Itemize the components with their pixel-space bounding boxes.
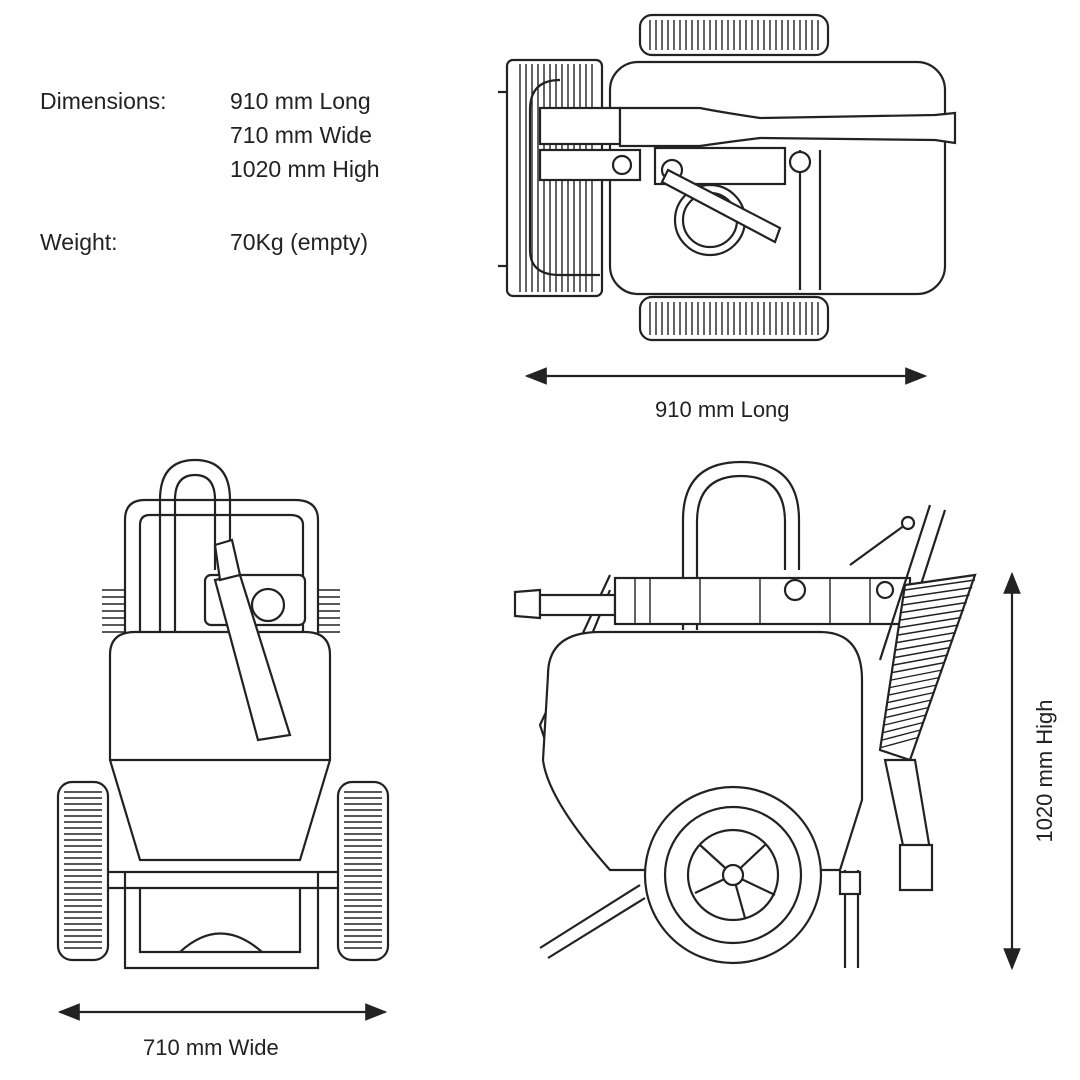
nozzle-pipe <box>618 106 957 148</box>
weight-label: Weight: <box>40 229 118 255</box>
length-dimension-label: 910 mm Long <box>655 397 790 422</box>
front-wheel-left <box>56 780 110 962</box>
top-view <box>498 13 957 385</box>
pump-assembly <box>613 576 912 626</box>
width-dimension-label: 710 mm Wide <box>143 1035 279 1060</box>
dimension-width: 710 mm Wide <box>230 122 372 148</box>
dimensions-label: Dimensions: <box>40 88 167 114</box>
side-view <box>513 460 1021 971</box>
weight-value: 70Kg (empty) <box>230 229 369 255</box>
dimension-height: 1020 mm High <box>230 156 380 182</box>
dimension-length: 910 mm Long <box>230 88 371 114</box>
height-dimension-label: 1020 mm High <box>1032 699 1057 843</box>
tank-front <box>108 630 332 862</box>
front-view <box>56 458 390 1021</box>
front-wheel-right <box>336 780 390 962</box>
